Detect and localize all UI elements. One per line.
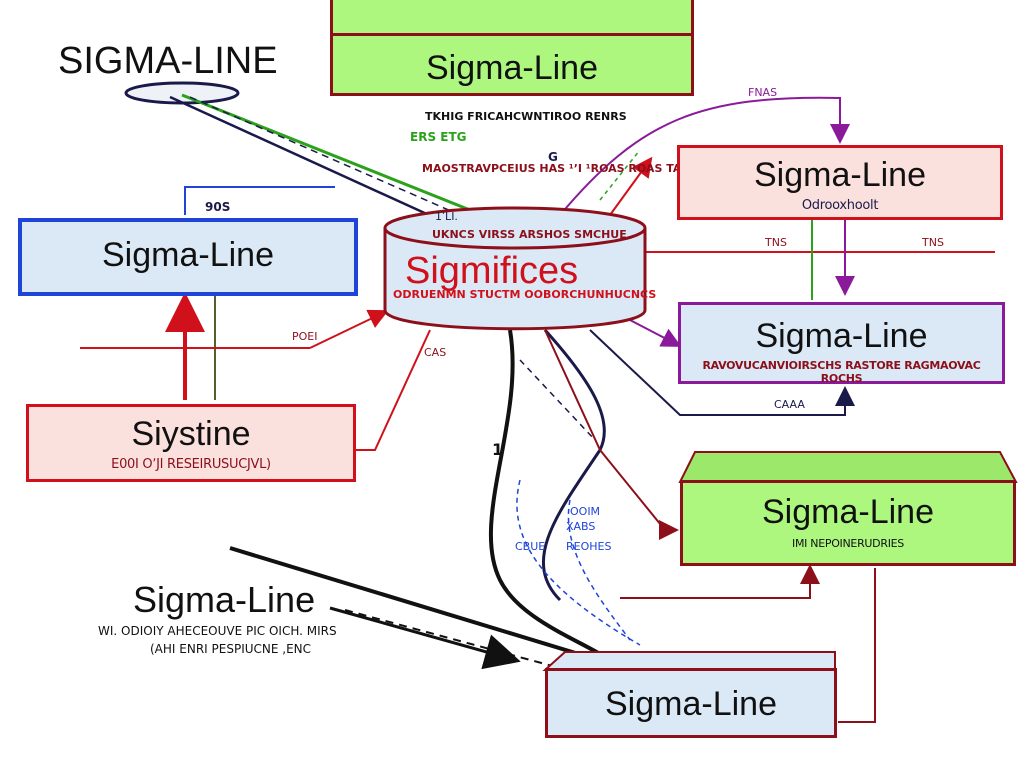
left-red-box[interactable]: Siystine E00I OʼJI RESEIRUSUCJVL) (26, 404, 356, 482)
connector (589, 329, 855, 416)
left-blue-title: Sigma-Line (102, 236, 274, 274)
top-caption: TKHIG FRICAHCWNTIROO RENRS (425, 110, 627, 123)
oom-note: OOIM (570, 505, 601, 518)
right-blue-box[interactable]: Sigma-Line RAVOVUCANVIOIRSCHS RASTORE RA… (678, 302, 1005, 385)
connector (609, 156, 653, 216)
left-blue-box[interactable]: Sigma-Line (18, 218, 358, 296)
connector (488, 329, 612, 662)
connector (189, 96, 461, 216)
left-red-sub: E00I OʼJI RESEIRUSUCJVL) (111, 457, 271, 472)
bottom-box[interactable]: Sigma-Line (545, 668, 837, 738)
sigma-line-heading: SIGMA-LINE (58, 40, 278, 82)
top-box-title: Sigma-Line (426, 49, 598, 87)
tns-left-note: TNS (765, 236, 787, 249)
bottom-free-title: Sigma-Line (133, 579, 316, 620)
connector (629, 319, 682, 347)
caaa-note: CAAA (774, 398, 805, 411)
connector (599, 149, 641, 201)
connector (181, 93, 471, 212)
bottom-box-title: Sigma-Line (605, 685, 777, 723)
top-green-box[interactable]: Sigma-Line (330, 0, 694, 96)
tns-right-note: TNS (922, 236, 944, 249)
cylinder-shape (383, 206, 647, 331)
xabs-note: XABS (566, 520, 596, 533)
num-one-note: 1 (492, 440, 504, 459)
connector (519, 359, 596, 441)
top-row-note: MAOSTRAVPCEIUS HAS ¹ʼI ¹ROAS ROAS TAOMIO… (422, 162, 731, 175)
right-green-box[interactable]: Sigma-Line IMI NEPOINERUDRIES (680, 480, 1016, 566)
right-green-sub: IMI NEPOINERUDRIES (792, 537, 904, 550)
bottom-free-sub-1: WI. ODIOIY AHECEOUVE PIC OICH. MIRS (98, 624, 337, 638)
connector (356, 329, 431, 451)
left-red-title: Siystine (131, 415, 251, 453)
fnas-note: FNAS (748, 86, 778, 99)
bottom-free-sub-2: (AHI ENRI PESPIUCNE ,ENC (150, 642, 312, 656)
connector (838, 568, 876, 723)
right-green-title: Sigma-Line (762, 493, 934, 531)
green-box-top (678, 451, 1018, 483)
connector (559, 96, 850, 216)
connector (516, 479, 641, 646)
top-small-note: ERS ETG (410, 130, 467, 144)
connector (229, 546, 616, 667)
cb-note: CBUE (515, 540, 546, 553)
cylinder-sub: ODRUENMN STUCTM OOBORCHUNHUCNCS (393, 288, 657, 301)
connector (620, 564, 820, 599)
cyl-top-note-2: UKNCS VIRSS ARSHOS SMCHUE (432, 228, 627, 241)
connector (169, 95, 441, 222)
connector (309, 309, 389, 349)
right-red-title: Sigma-Line (754, 156, 926, 194)
right-red-box[interactable]: Sigma-Line Odrooxhoolt (677, 145, 1003, 220)
cyl-top-note: 1ʹLI. (435, 210, 458, 223)
connector (567, 499, 631, 641)
connector (541, 328, 606, 602)
small-g-note: G (548, 150, 558, 164)
ellipse-marker (124, 81, 240, 105)
right-blue-title: Sigma-Line (755, 317, 928, 355)
nos-note: 90S (205, 200, 231, 214)
cas-note: CAS (424, 346, 447, 359)
reohs-note: REOHES (566, 540, 612, 553)
cylinder-title: Sigmifices (405, 250, 579, 292)
right-blue-sub: RAVOVUCANVIOIRSCHS RASTORE RAGMAOVAC ROC… (702, 359, 981, 385)
connector (184, 186, 335, 215)
poei-note: POEI (292, 330, 318, 343)
connector (344, 609, 561, 669)
connector (329, 606, 521, 670)
right-red-sub: Odrooxhoolt (801, 198, 879, 213)
connector (544, 329, 679, 540)
